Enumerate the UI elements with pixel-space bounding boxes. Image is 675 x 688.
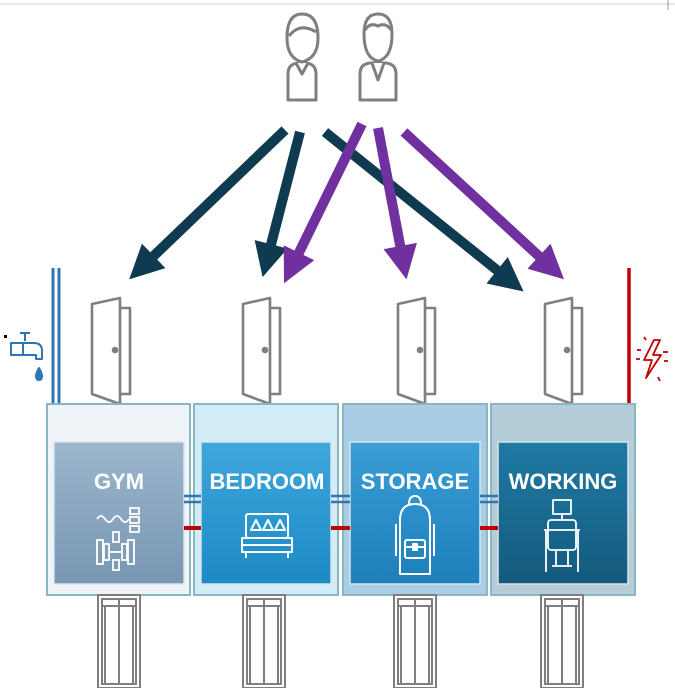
door-icon-working: [543, 296, 584, 406]
arrow-to-bedroom-purple: [283, 121, 367, 284]
water-supply-line: [51, 268, 61, 412]
arrow-to-storage: [373, 127, 417, 280]
desk-icon: [544, 499, 580, 572]
arrow-to-gym: [129, 126, 289, 280]
female-user-icon: [285, 12, 320, 102]
room-label-bedroom: BEDROOM: [210, 469, 325, 494]
room-label-working: WORKING: [509, 469, 618, 494]
arrow-to-bedroom-dark: [254, 130, 305, 278]
male-user-icon: [358, 12, 398, 102]
room-connectors: [184, 494, 498, 530]
window-icon-bedroom: [242, 594, 286, 688]
arrow-to-working-purple: [400, 128, 565, 280]
water-tap-icon: [10, 332, 43, 381]
room-working-panel: [497, 441, 629, 585]
window-icon-storage: [393, 594, 437, 688]
room-storage-panel: [349, 441, 481, 585]
small-dot: [4, 335, 7, 338]
bed-icon: [241, 513, 293, 558]
arrows-purple: [283, 121, 565, 284]
room-panels: [53, 441, 629, 585]
arrows-dark: [129, 126, 524, 292]
door-icon-storage: [396, 296, 437, 406]
lightning-icon: [636, 336, 668, 382]
room-label-storage: STORAGE: [361, 469, 469, 494]
backpack-icon: [395, 495, 435, 575]
door-icon-bedroom: [241, 296, 282, 406]
window-icon-working: [540, 594, 584, 688]
window-icon-gym: [97, 594, 141, 688]
arrow-to-working-dark: [321, 128, 524, 292]
door-icon-gym: [90, 296, 132, 406]
room-label-gym: GYM: [94, 469, 144, 494]
dumbbell-icon: [96, 507, 140, 571]
